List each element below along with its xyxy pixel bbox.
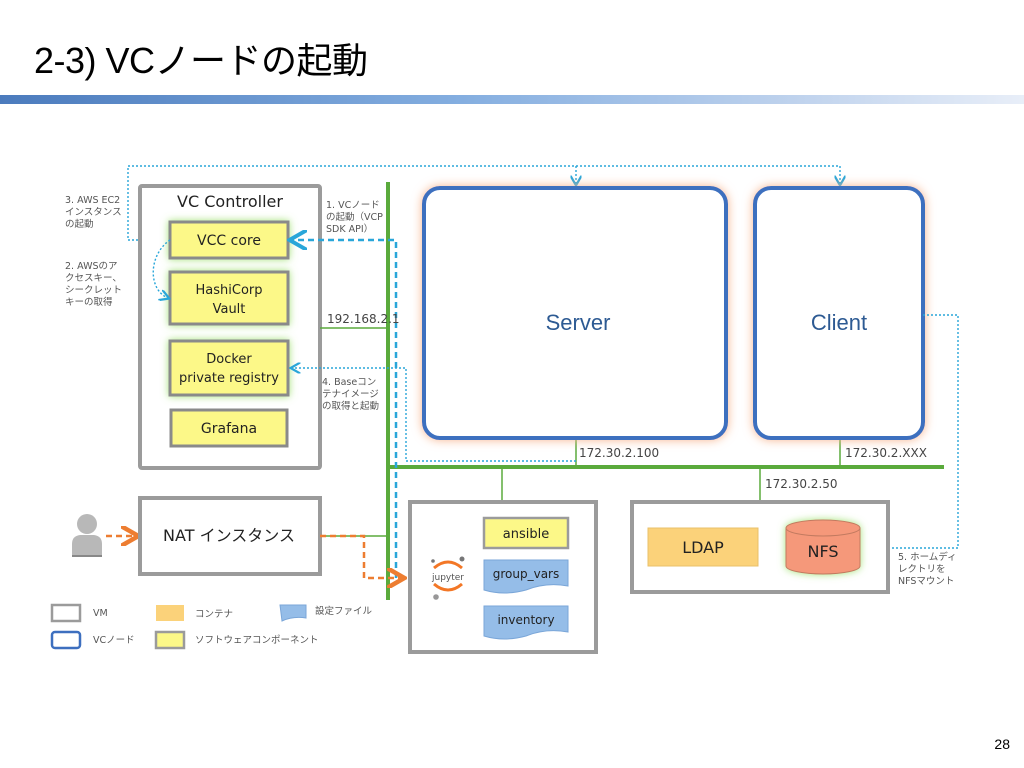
software-component-icon	[154, 630, 186, 650]
svg-text:Client: Client	[811, 310, 867, 335]
svg-text:1. VCノード: 1. VCノード	[326, 200, 380, 211]
legend: VM コンテナ 設定ファイル VCノード ソフトウェアコンポーネント	[50, 603, 373, 650]
jupyter-logo-icon: jupyter	[431, 556, 465, 600]
vm-box-icon	[50, 603, 82, 623]
ip-controller: 192.168.2.1	[327, 312, 400, 326]
step5-note: 5. ホームディ レクトリを NFSマウント	[898, 551, 957, 587]
svg-text:の起動: の起動	[65, 219, 94, 230]
nat-instance-vm: NAT インスタンス	[138, 496, 322, 576]
svg-text:VCノード: VCノード	[93, 635, 135, 646]
svg-text:テナイメージ: テナイメージ	[322, 389, 379, 400]
step4-note: 4. Baseコン テナイメージ の取得と起動	[322, 377, 379, 412]
step1-flow-arrow	[292, 240, 398, 578]
svg-text:VM: VM	[93, 608, 108, 619]
svg-text:jupyter: jupyter	[431, 573, 464, 583]
container-icon	[156, 605, 184, 621]
ldap-container: LDAP	[647, 527, 759, 567]
nat-to-jupyter-arrow	[320, 534, 402, 578]
page-title: 2-3) VCノードの起動	[34, 40, 368, 81]
client-vc-node: Client	[753, 186, 925, 440]
svg-text:NAT インスタンス: NAT インスタンス	[163, 526, 295, 545]
server-vc-node: Server	[422, 186, 728, 440]
vc-controller-label: VC Controller	[177, 192, 283, 211]
docker-registry-component: Docker private registry	[168, 339, 290, 397]
vcc-core-component: VCC core	[168, 220, 290, 260]
svg-text:VCC core: VCC core	[197, 233, 261, 249]
svg-text:5. ホームディ: 5. ホームディ	[898, 551, 957, 563]
svg-text:ソフトウェアコンポーネント: ソフトウェアコンポーネント	[195, 635, 319, 646]
network-lines	[320, 182, 944, 600]
svg-text:レクトリを: レクトリを	[898, 564, 946, 575]
ip-server: 172.30.2.100	[579, 446, 659, 460]
step2-flow-arrow	[152, 239, 170, 298]
svg-text:2. AWSのア: 2. AWSのア	[65, 261, 118, 272]
nfs-container: NFS	[785, 519, 861, 575]
step2-note: 2. AWSのア クセスキー、 シークレット キーの取得	[65, 261, 122, 308]
svg-text:設定ファイル: 設定ファイル	[315, 605, 373, 617]
svg-text:Server: Server	[546, 310, 611, 335]
svg-text:キーの取得: キーの取得	[65, 296, 113, 308]
ip-client: 172.30.2.XXX	[845, 446, 927, 460]
svg-text:private registry: private registry	[179, 371, 279, 386]
ip-storage: 172.30.2.50	[765, 477, 838, 491]
group-vars-config-file: group_vars	[483, 559, 569, 594]
svg-text:NFS: NFS	[807, 542, 838, 561]
hashicorp-vault-component: HashiCorp Vault	[168, 270, 290, 326]
svg-text:HashiCorp: HashiCorp	[196, 283, 263, 298]
svg-text:クセスキー、: クセスキー、	[65, 273, 122, 284]
inventory-config-file: inventory	[483, 605, 569, 640]
svg-text:ansible: ansible	[503, 527, 549, 542]
title-underline-bar	[0, 95, 1024, 104]
step4-flow-arrow	[292, 368, 576, 462]
svg-text:Vault: Vault	[213, 302, 246, 317]
step3-note: 3. AWS EC2 インスタンス の起動	[65, 195, 122, 230]
svg-text:Grafana: Grafana	[201, 421, 257, 437]
grafana-component: Grafana	[169, 408, 289, 448]
svg-text:シークレット: シークレット	[65, 285, 122, 296]
svg-text:group_vars: group_vars	[493, 567, 560, 581]
svg-text:Docker: Docker	[206, 352, 252, 367]
page-number: 28	[994, 736, 1010, 752]
config-file-icon	[279, 604, 307, 622]
step5-flow-arrow	[862, 314, 959, 548]
svg-text:の起動（VCP: の起動（VCP	[326, 211, 383, 223]
vc-node-icon	[50, 630, 82, 650]
svg-text:SDK API）: SDK API）	[326, 223, 373, 235]
user-icon	[72, 514, 102, 557]
ansible-component: ansible	[482, 516, 570, 550]
svg-text:LDAP: LDAP	[682, 538, 724, 557]
step1-note: 1. VCノード の起動（VCP SDK API）	[326, 200, 383, 235]
svg-text:3. AWS EC2: 3. AWS EC2	[65, 195, 120, 206]
svg-text:コンテナ: コンテナ	[195, 609, 233, 620]
svg-text:inventory: inventory	[497, 613, 554, 627]
svg-text:インスタンス: インスタンス	[65, 207, 122, 218]
svg-text:NFSマウント: NFSマウント	[898, 576, 954, 587]
svg-text:4. Baseコン: 4. Baseコン	[322, 377, 376, 388]
svg-text:の取得と起動: の取得と起動	[322, 400, 379, 412]
